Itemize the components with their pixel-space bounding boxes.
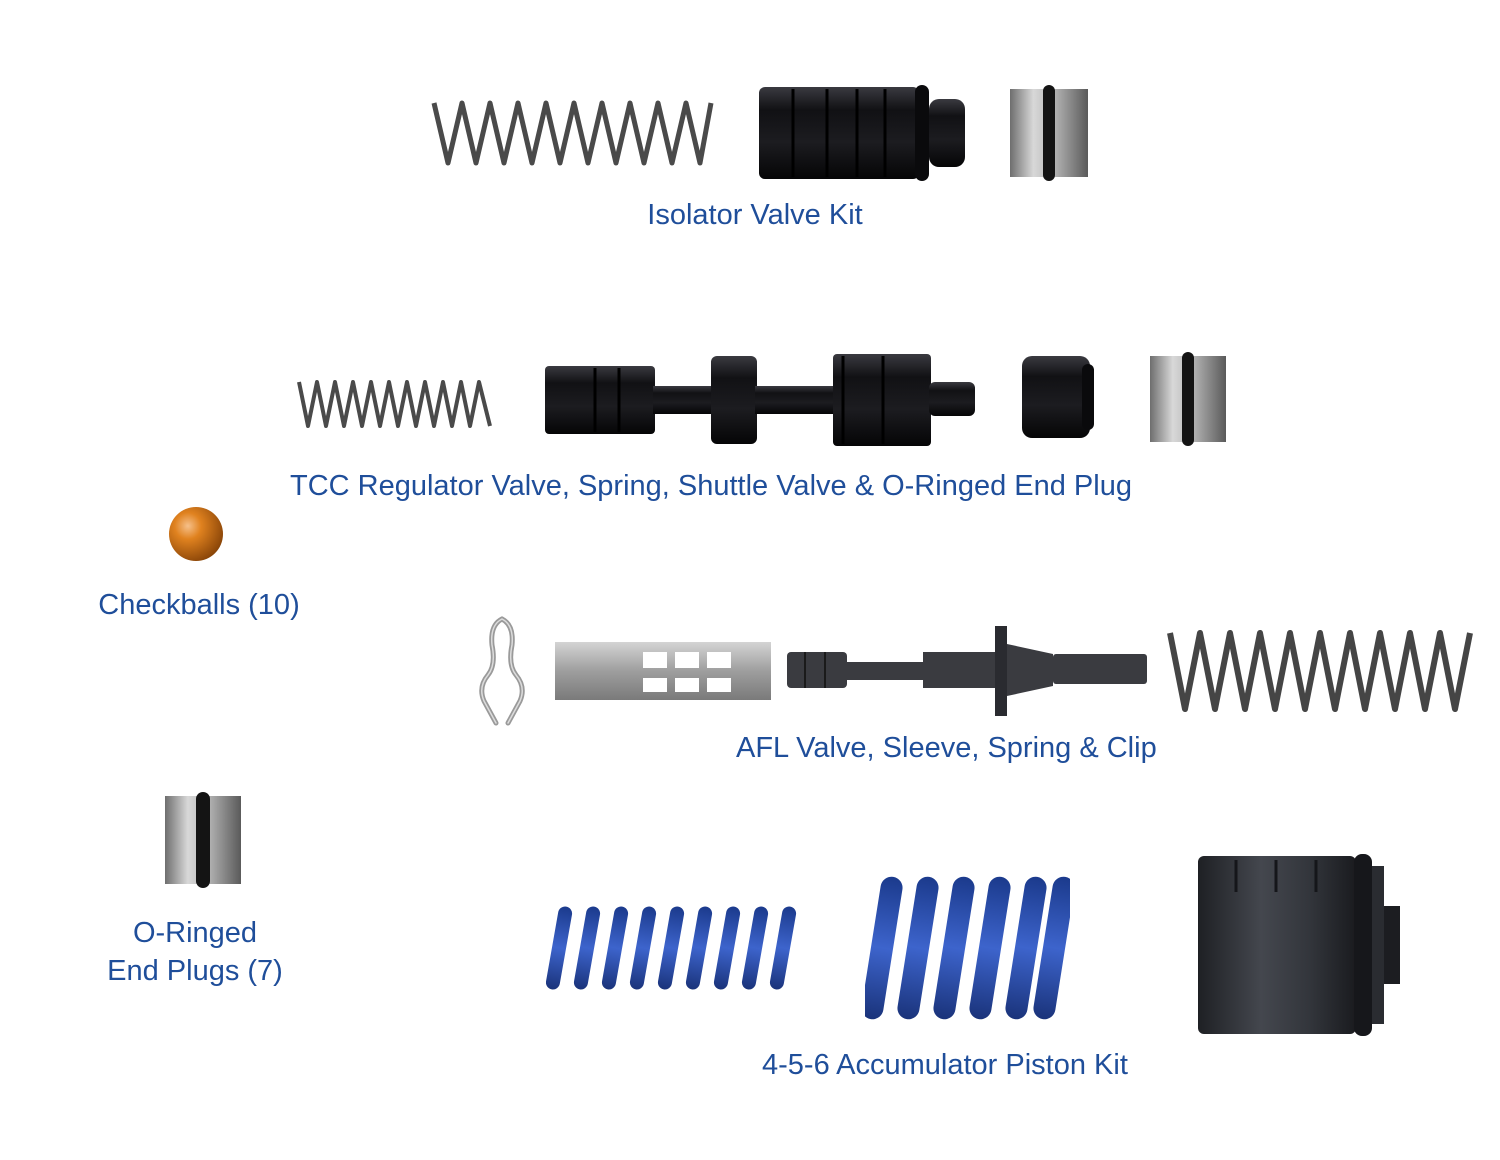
- tcc-end-plug: [1148, 352, 1228, 446]
- tcc-regulator-valve: [543, 352, 978, 448]
- o-ringed-end-plug: [163, 792, 243, 888]
- end-plugs-label-line2: End Plugs (7): [107, 955, 283, 987]
- tcc-shuttle-valve: [1020, 354, 1096, 440]
- afl-clip: [474, 615, 530, 730]
- isolator-valve: [757, 83, 972, 183]
- checkballs-label: Checkballs (10): [98, 589, 300, 621]
- afl-spring: [1165, 625, 1475, 717]
- tcc-spring: [296, 378, 494, 430]
- isolator-end-plug: [1008, 85, 1090, 181]
- accumulator-piston: [1196, 852, 1416, 1038]
- afl-label: AFL Valve, Sleeve, Spring & Clip: [736, 732, 1157, 764]
- accumulator-label: 4-5-6 Accumulator Piston Kit: [762, 1049, 1128, 1081]
- end-plugs-label-line1: O-Ringed: [132, 917, 258, 949]
- tcc-label: TCC Regulator Valve, Spring, Shuttle Val…: [290, 470, 1132, 502]
- isolator-label: Isolator Valve Kit: [647, 199, 863, 231]
- checkball: [167, 505, 225, 563]
- afl-valve: [785, 624, 1150, 718]
- accumulator-spring-large: [865, 870, 1070, 1026]
- accumulator-spring-small: [546, 902, 798, 994]
- afl-sleeve: [553, 638, 773, 704]
- isolator-spring: [430, 95, 715, 170]
